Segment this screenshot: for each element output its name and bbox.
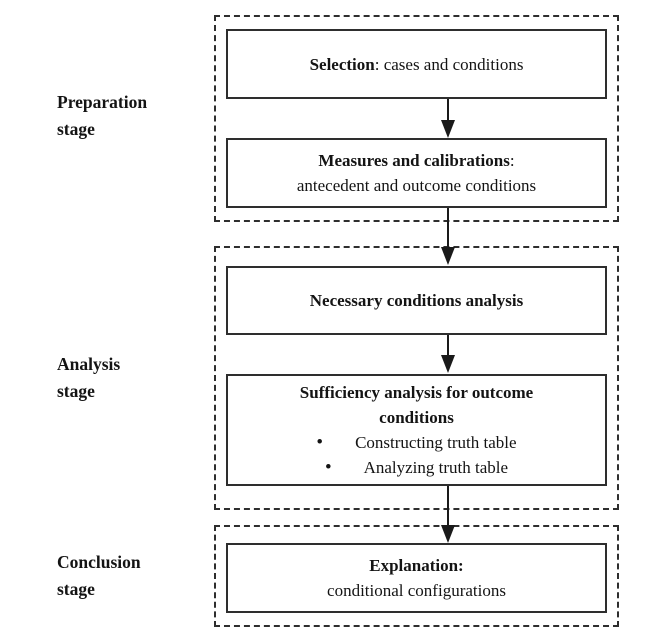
conclusion-stage-outline: [214, 525, 619, 627]
arrow-head-icon: [441, 247, 455, 265]
flow-arrow-sufficiency-to-explanation: [440, 486, 456, 543]
measures-box-subtitle: antecedent and outcome conditions: [296, 176, 537, 195]
explanation-box: Explanation: conditional configurations: [226, 543, 607, 613]
flow-arrow-necessary-to-sufficiency: [440, 335, 456, 373]
measures-box-title: Measures and calibrations: [318, 151, 510, 170]
stage-label-preparation: Preparation stage: [57, 92, 148, 139]
measures-box: Measures and calibrations: antecedent an…: [226, 138, 607, 208]
sufficiency-box-title: Sufficiency analysis for outcome conditi…: [299, 383, 534, 427]
arrow-line: [447, 208, 449, 250]
bullet-text: Constructing truth table: [355, 433, 517, 452]
arrow-line: [447, 99, 449, 123]
bullet-icon: •: [316, 432, 324, 453]
stage-label-analysis: Analysis stage: [57, 354, 121, 401]
selection-box-title: Selection: [309, 54, 375, 74]
preparation-stage-outline: [214, 15, 619, 222]
selection-box-suffix: : cases and conditions: [374, 54, 524, 74]
arrow-line: [447, 486, 449, 528]
arrow-head-icon: [441, 120, 455, 138]
analysis-stage-outline: [214, 246, 619, 510]
explanation-box-subtitle: conditional configurations: [327, 581, 506, 600]
selection-box: Selection: cases and conditions: [226, 29, 607, 99]
arrow-line: [447, 335, 449, 358]
bullet-text: Analyzing truth table: [363, 458, 509, 477]
selection-box-text: Selection: cases and conditions: [310, 52, 524, 77]
explanation-box-title: Explanation:: [369, 556, 464, 575]
stage-label-conclusion: Conclusion stage: [57, 552, 141, 599]
arrow-head-icon: [441, 355, 455, 373]
flow-arrow-selection-to-measures: [440, 99, 456, 138]
list-item: • Analyzing truth table: [325, 455, 508, 480]
measures-box-suffix: :: [509, 151, 515, 170]
list-item: • Constructing truth table: [316, 430, 516, 455]
flow-arrow-measures-to-necessary: [440, 208, 456, 265]
necessary-box-title: Necessary conditions analysis: [309, 291, 524, 310]
arrow-head-icon: [441, 525, 455, 543]
measures-box-heading: Measures and calibrations:: [318, 148, 514, 173]
bullet-icon: •: [324, 457, 332, 478]
necessary-box: Necessary conditions analysis: [226, 266, 607, 335]
sufficiency-box: Sufficiency analysis for outcome conditi…: [226, 374, 607, 486]
